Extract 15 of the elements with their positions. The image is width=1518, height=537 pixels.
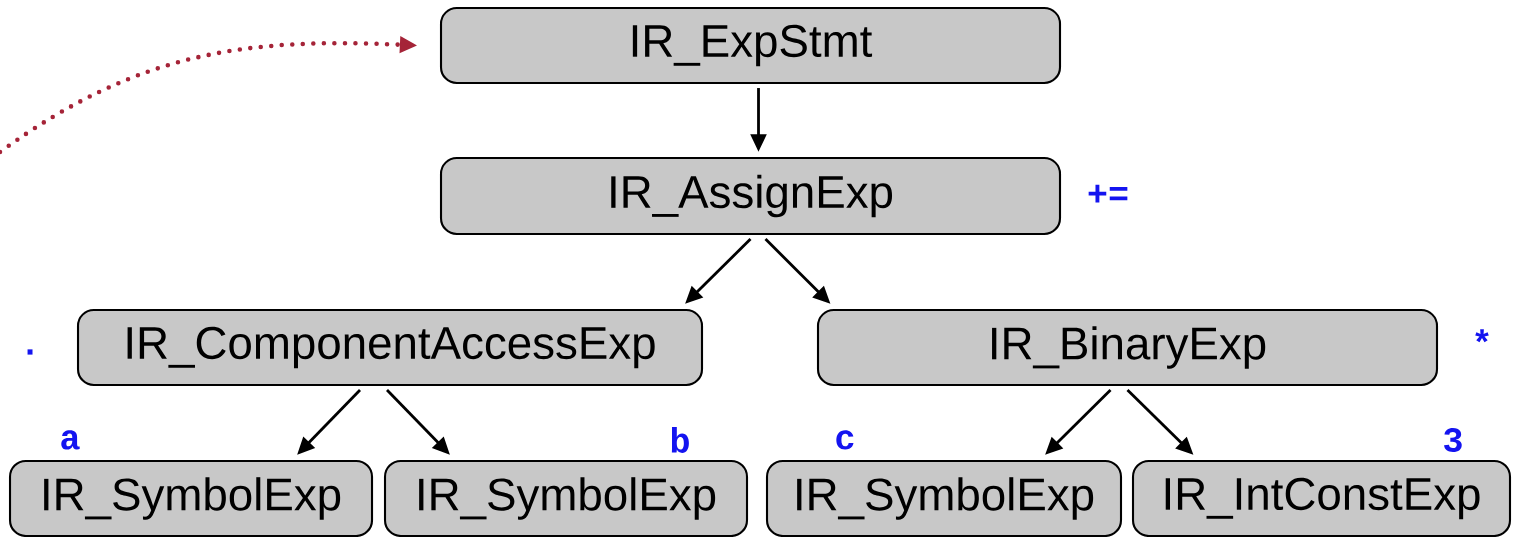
tree-node-box: IR_ComponentAccessExp [76,308,704,387]
tree-node-box: IR_AssignExp [439,156,1062,236]
tree-node-box: IR_IntConstExp [1131,459,1512,537]
tree-node-box: IR_SymbolExp [765,459,1123,537]
tree-node-box: IR_SymbolExp [8,459,374,537]
operator-label: c [836,430,854,450]
tree-node-box: IR_ExpStmt [439,6,1062,85]
operator-label: * [1475,329,1489,343]
operator-label: . [27,349,33,355]
operator-label: += [1088,184,1128,203]
tree-node-box: IR_BinaryExp [816,308,1439,387]
operator-label: 3 [1444,428,1462,452]
operator-label: b [671,427,689,453]
tree-node-box: IR_SymbolExp [383,459,749,537]
operator-label: a [61,430,80,450]
